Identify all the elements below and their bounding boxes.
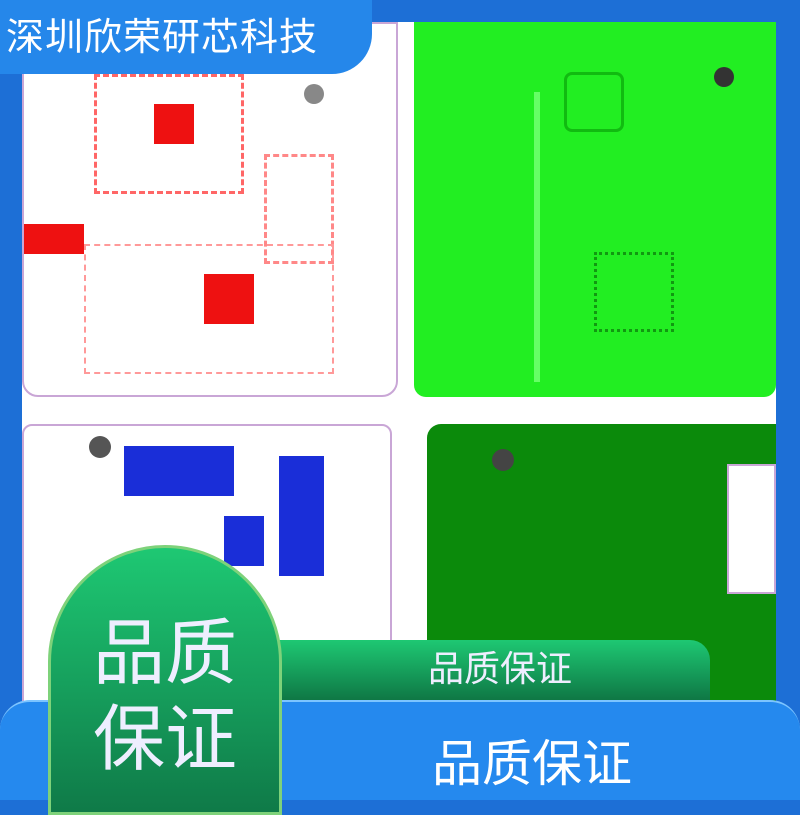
badge-line-2: 保证 (92, 697, 237, 781)
company-title: 深圳欣荣研芯科技 (0, 0, 372, 74)
pcb-red-layer (22, 22, 398, 397)
pcb-green-layer (414, 22, 776, 397)
quality-badge: 品质 保证 (48, 545, 282, 815)
quality-banner: 品质保证 (270, 640, 710, 706)
badge-line-1: 品质 (92, 611, 237, 695)
bottom-text: 品质保证 (432, 735, 632, 793)
